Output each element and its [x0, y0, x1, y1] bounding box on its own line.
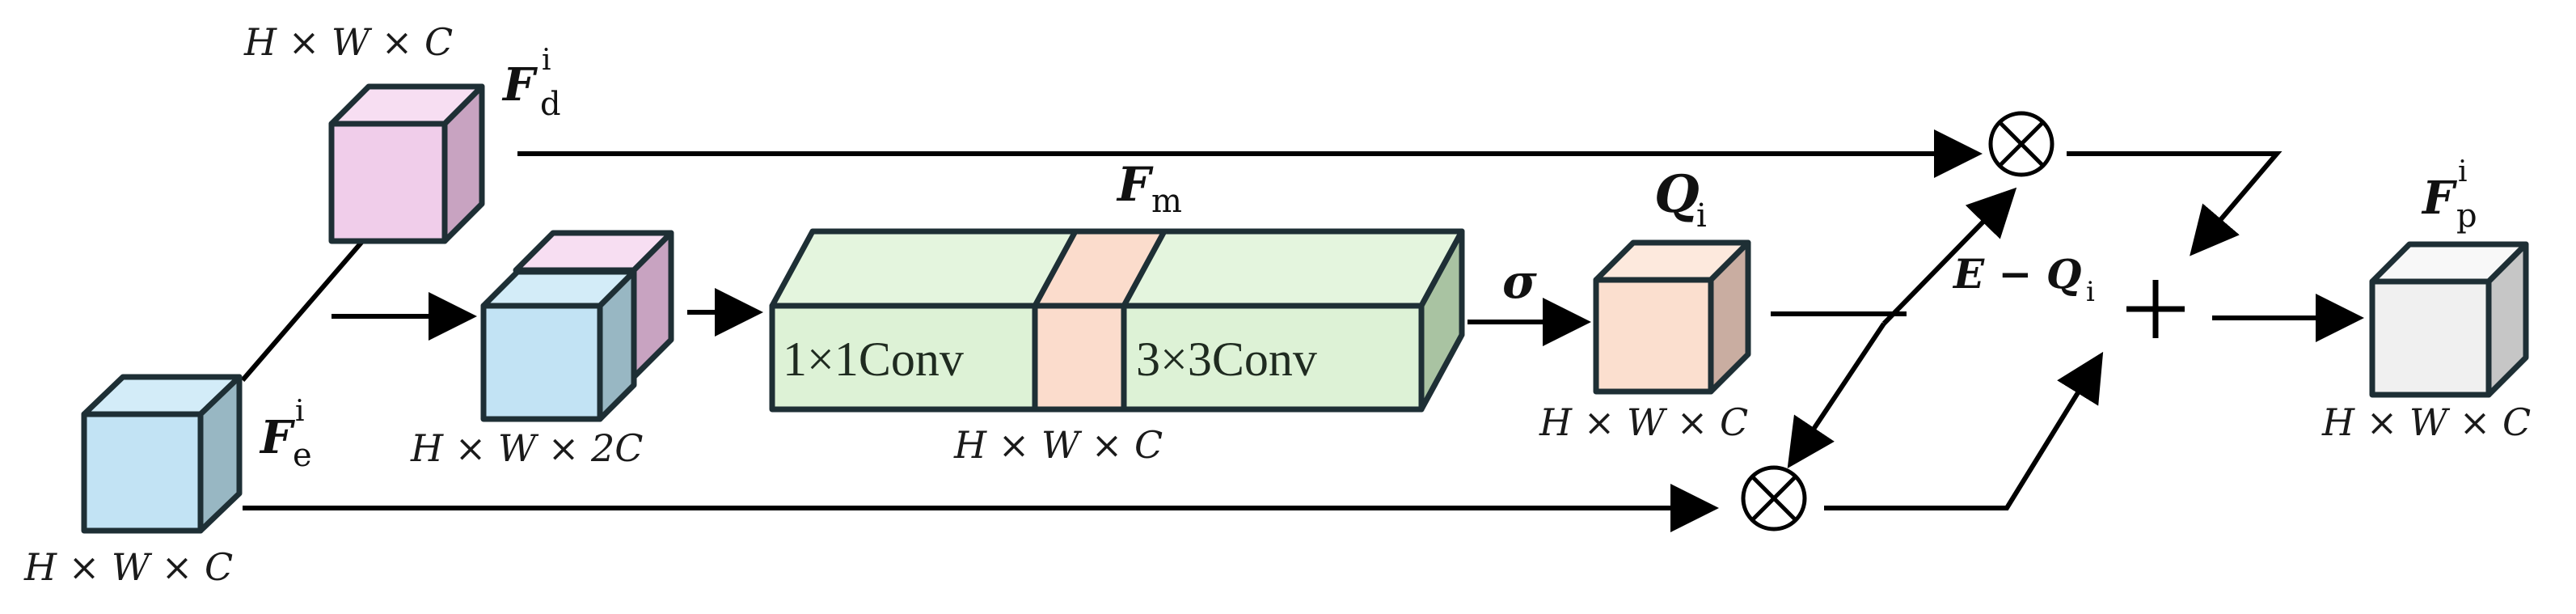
fp-label: F i p — [2421, 155, 2477, 235]
fp-sup: i — [2458, 155, 2468, 188]
q-cube-front — [1593, 277, 1714, 395]
fp-symbol: F — [2421, 171, 2458, 225]
e-minus-q-text: E − Q — [1952, 250, 2081, 298]
arrow-multiply-bottom-to-plus — [1824, 351, 2104, 510]
plus-icon — [2126, 280, 2185, 338]
fd-symbol: F — [501, 58, 538, 112]
e-minus-q-sub: i — [2086, 276, 2095, 308]
arrow-multiply-top-to-plus — [2067, 151, 2283, 256]
fd-sup: i — [542, 44, 551, 77]
concat-dim-label: H × W × 2C — [410, 426, 643, 470]
fd-sub: d — [540, 86, 561, 123]
q-dim-label: H × W × C — [1539, 400, 1748, 444]
fm-sub: m — [1151, 183, 1182, 220]
fp-dim-label: H × W × C — [2321, 400, 2531, 444]
q-label: Q i — [1654, 164, 1707, 235]
fm-dim-label: H × W × C — [953, 423, 1163, 467]
concat-front-face — [480, 303, 603, 422]
fe-symbol: F — [259, 411, 296, 464]
fd-dim-label: H × W × C — [243, 20, 453, 64]
fd-cube-front — [328, 121, 448, 244]
q-cube — [1593, 239, 1751, 395]
fd-label: F i d — [501, 44, 561, 123]
circled-times-icon — [1751, 476, 1797, 521]
fp-sub: p — [2456, 197, 2477, 235]
multiply-top-node — [1988, 111, 2054, 177]
connections — [240, 129, 2364, 532]
arrow-q-to-multiply-top — [1881, 187, 2017, 326]
multiply-bottom-node — [1741, 465, 1807, 531]
fe-sup: i — [295, 395, 305, 428]
fe-dim-label: H × W × C — [23, 545, 233, 589]
fe-cube — [81, 374, 243, 534]
fp-cube-front — [2369, 278, 2492, 398]
q-symbol: Q — [1654, 164, 1700, 225]
fe-cube-front — [81, 411, 204, 534]
sigma-label: σ — [1502, 254, 1537, 309]
fd-cube — [328, 83, 485, 244]
q-sub: i — [1696, 197, 1707, 235]
conv1-label: 1×1Conv — [783, 332, 964, 386]
conv3-label: 3×3Conv — [1136, 332, 1317, 386]
fm-block — [769, 228, 1465, 413]
fm-symbol: F — [1116, 157, 1154, 212]
fp-cube — [2369, 241, 2529, 398]
fe-sub: e — [293, 437, 312, 474]
arrow-q-to-multiply-bottom — [1787, 322, 1886, 468]
fm-label: F m — [1116, 157, 1182, 220]
fe-label: F i e — [259, 395, 312, 474]
e-minus-q-label: E − Q i — [1952, 250, 2095, 308]
concat-cube — [480, 230, 674, 422]
fm-middle-front — [1032, 303, 1127, 413]
circled-times-icon — [1999, 121, 2044, 167]
